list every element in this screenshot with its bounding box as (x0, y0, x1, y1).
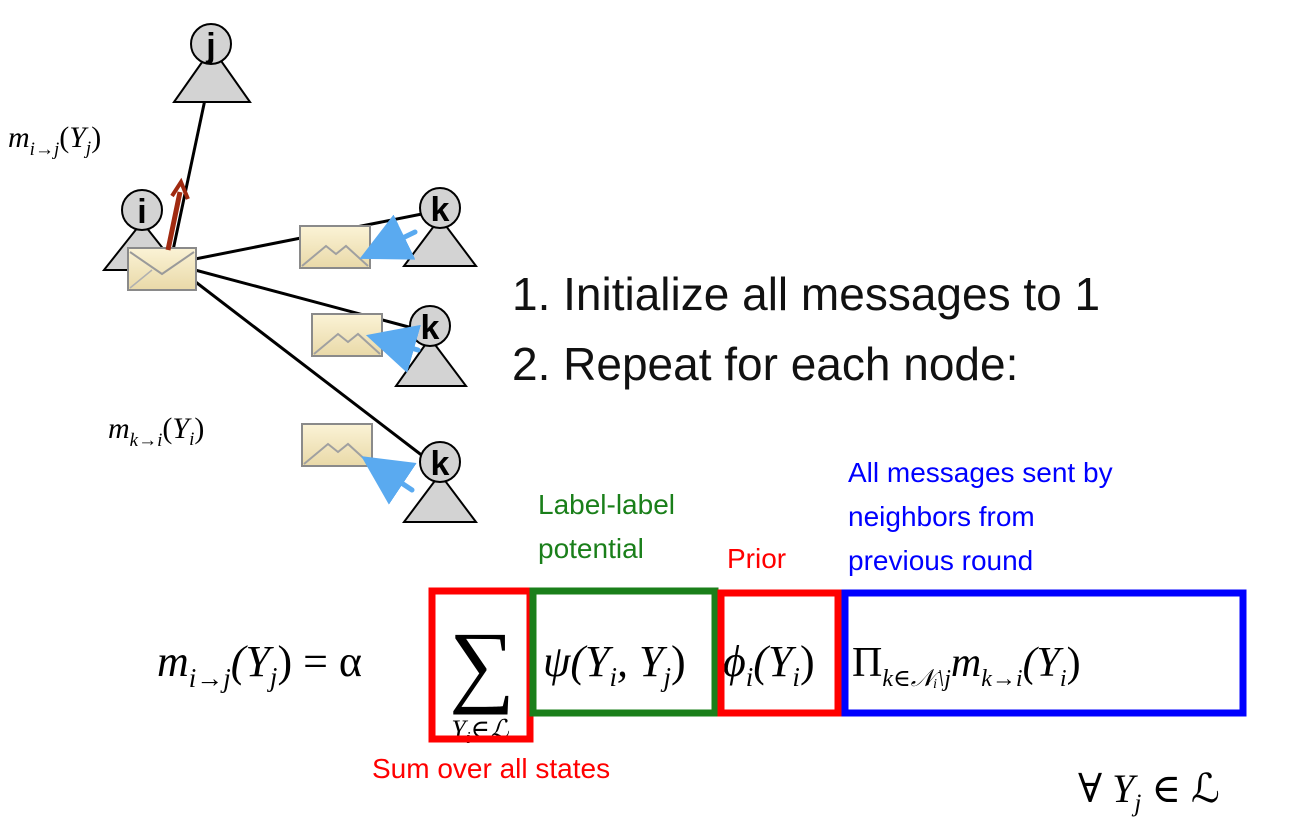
node-j-triangle (172, 46, 252, 103)
prior-highlight-box (717, 589, 842, 717)
annotation-prior: Prior (727, 543, 786, 574)
equation-psi: ψ(Yi, Yj) (543, 637, 686, 692)
node-k1: k (402, 187, 478, 267)
envelope-icon-k1 (299, 225, 371, 269)
node-k3: k (402, 441, 478, 523)
equation-phi: ϕi(Yi) (723, 637, 815, 692)
node-k3-head (419, 441, 461, 483)
incoming-arrow-icon-k3 (361, 456, 417, 505)
node-i-head (121, 189, 163, 231)
node-k3-label: k (431, 445, 450, 483)
equation-lhs: mi→j(Yj) = α (157, 637, 362, 693)
node-j: j (172, 23, 252, 103)
node-k1-label: k (431, 191, 450, 229)
node-j-label: j (205, 27, 215, 65)
node-k3-triangle (402, 472, 478, 523)
graph-edges (170, 89, 433, 462)
annotation-messages-line1: All messages sent by (848, 457, 1113, 488)
edge-i-j (170, 89, 209, 256)
annotation-label-label-line1: Label-label (538, 489, 675, 520)
node-k2-label: k (421, 309, 440, 347)
message-label-i-to-j: mi→j(Yj) (8, 121, 101, 160)
messages-highlight-box (841, 589, 1247, 717)
envelope-icon-k3 (301, 423, 373, 467)
annotation-messages-line3: previous round (848, 545, 1033, 576)
label-potential-highlight-box (529, 587, 719, 717)
node-j-head (190, 23, 232, 65)
envelope-icon-i (127, 247, 197, 291)
node-k1-head (419, 187, 461, 229)
node-k1-triangle (402, 216, 478, 267)
equation-sum-symbol: ∑ (449, 613, 515, 715)
incoming-arrow-icon-k1 (359, 214, 418, 260)
step-repeat: 2. Repeat for each node: (512, 338, 1018, 390)
annotation-messages-line2: neighbors from (848, 501, 1035, 532)
incoming-arrows (359, 214, 421, 505)
send-arrow-icon (165, 177, 190, 251)
step-initialize: 1. Initialize all messages to 1 (512, 268, 1100, 320)
incoming-arrow-icon-k2 (365, 324, 421, 373)
node-i-label: i (137, 193, 146, 231)
edge-i-k3 (179, 268, 429, 462)
message-label-k-to-i: mk→i(Yi) (108, 412, 204, 451)
annotation-label-label-line2: potential (538, 533, 644, 564)
equation-product: Πk∈𝒩ᵢ\jmk→i(Yi) (852, 640, 1081, 692)
annotation-sum-over-states: Sum over all states (372, 753, 610, 784)
forall-condition: ∀ Yj ∈ ℒ (1078, 766, 1220, 817)
envelope-icon-k2 (311, 313, 383, 357)
